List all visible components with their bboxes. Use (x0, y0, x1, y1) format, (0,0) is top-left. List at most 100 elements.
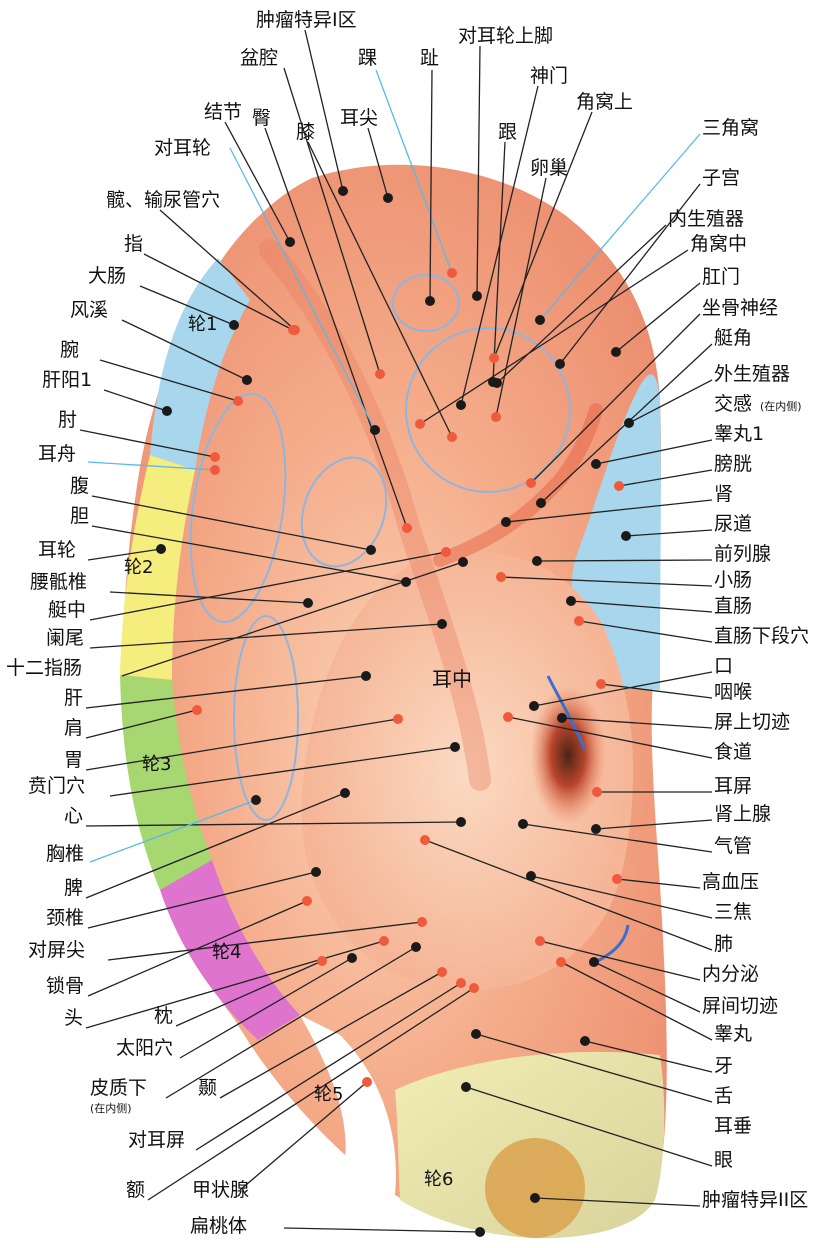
label-fu: 腹 (70, 475, 89, 497)
label-xiaochang: 小肠 (714, 569, 752, 591)
point-shidao (503, 712, 513, 722)
label-dan: 胆 (70, 505, 89, 527)
label-jiazhuangxian: 甲状腺 (192, 1179, 249, 1201)
label-zhi-toe: 趾 (420, 47, 439, 69)
label-qianliexian: 前列腺 (714, 543, 771, 565)
ear-canal (530, 685, 606, 825)
label-gan: 肝 (64, 687, 83, 709)
label-sanjiaowo: 三角窝 (702, 117, 759, 139)
point-biantaoti (475, 1227, 485, 1237)
zone-label-lun2: 轮2 (124, 557, 153, 578)
label-qiguan: 气管 (714, 835, 752, 857)
point-pingshang (557, 713, 567, 723)
point-zhi-finger (288, 325, 298, 335)
point-wei (393, 714, 403, 724)
label-erzhou: 耳舟 (38, 443, 76, 465)
point-zhi-toe (425, 296, 435, 306)
label-jian: 肩 (64, 717, 83, 739)
point-lanwei (437, 619, 447, 629)
point-jingzhui (311, 867, 321, 877)
leader-biantaoti (284, 1228, 480, 1232)
point-tou (379, 936, 389, 946)
point-zuogu (526, 478, 536, 488)
zone-label-lun4: 轮4 (212, 942, 241, 963)
label-wan: 腕 (60, 339, 79, 361)
zone-label-lun5: 轮5 (314, 1084, 343, 1105)
label-gaoxueya: 高血压 (702, 871, 759, 893)
point-niaodao (621, 531, 631, 541)
label-nie: 颞 (198, 1077, 217, 1099)
point-ganyang (162, 406, 172, 416)
point-zigong (555, 359, 565, 369)
point-gaoxueya (612, 874, 622, 884)
point-jiazhuangxian (362, 1077, 372, 1087)
label-jiejie: 结节 (204, 101, 242, 123)
point-kou (529, 701, 539, 711)
point-wan (233, 396, 243, 406)
label-kou: 口 (714, 655, 733, 677)
point-xin (456, 817, 466, 827)
point-dachang (229, 320, 239, 330)
point-shen (501, 517, 511, 527)
point-duipingjian (417, 917, 427, 927)
zone-label-lun1: 轮1 (188, 314, 217, 335)
label-pangguang: 膀胱 (714, 453, 752, 475)
point-sanjiaowo (535, 315, 545, 325)
label-xin: 心 (64, 805, 83, 827)
label-tingjiao: 艇角 (714, 327, 752, 349)
label-erping: 耳屏 (714, 775, 752, 797)
point-huai (447, 268, 457, 278)
point-duierping (456, 978, 466, 988)
label-jiaogan: 交感 (714, 393, 752, 415)
point-fei (420, 835, 430, 845)
label-gangmen: 肛门 (702, 266, 740, 288)
point-luanchao (491, 412, 501, 422)
label-pi: 脾 (64, 877, 83, 899)
point-ya (580, 1036, 590, 1046)
label-neifenmi: 内分泌 (702, 963, 759, 985)
label-dachang: 大肠 (88, 265, 126, 287)
point-xi (447, 432, 457, 442)
label-neishengzhiqi: 内生殖器 (668, 208, 744, 230)
point-xiaochang (496, 572, 506, 582)
label-niaodao: 尿道 (714, 513, 752, 535)
point-zhen (317, 956, 327, 966)
label-jiewo-shang: 角窝上 (576, 91, 633, 113)
label-zhen: 枕 (154, 1005, 173, 1027)
label-xiongzhui: 胸椎 (46, 843, 84, 865)
label-shierzhi: 十二指肠 (6, 657, 82, 679)
point-yaodizhui (303, 598, 313, 608)
point-nie (437, 967, 447, 977)
point-zhichang-xia (574, 616, 584, 626)
label-zainei-1: (在内侧) (760, 399, 802, 413)
label-pizhixia: 皮质下 (90, 1077, 147, 1099)
point-zhongliu1 (338, 186, 348, 196)
label-biantaoti: 扁桃体 (190, 1215, 247, 1237)
label-duierlun-shangjiao: 对耳轮上脚 (458, 25, 553, 47)
label-zhi-finger: 指 (124, 233, 143, 255)
label-tou: 头 (64, 1007, 83, 1029)
label-pingjian: 屏间切迹 (702, 995, 778, 1017)
point-zhichang (566, 596, 576, 606)
label-ganyang: 肝阳1 (42, 369, 92, 391)
point-erzhou (210, 465, 220, 475)
point-dan (401, 577, 411, 587)
label-pingshang: 屏上切迹 (714, 711, 790, 733)
point-jiewo-zhong (415, 419, 425, 429)
point-waishengzhiqi (624, 418, 634, 428)
point-suogu (302, 896, 312, 906)
zone-label-lun6: 轮6 (424, 1169, 453, 1190)
label-sanjiao: 三焦 (714, 901, 752, 923)
point-pingjian (589, 957, 599, 967)
label-taiyang: 太阳穴 (116, 1037, 173, 1059)
label-shen: 肾 (714, 483, 733, 505)
label-zainei-2: (在内侧) (90, 1101, 132, 1115)
label-shenmen: 神门 (530, 65, 568, 87)
point-qiguan (518, 819, 528, 829)
label-kuan: 髋、输尿管穴 (106, 189, 220, 211)
point-gan (361, 671, 371, 681)
point-gaowan (556, 957, 566, 967)
point-she (471, 1029, 481, 1039)
label-yaodizhui: 腰骶椎 (30, 571, 87, 593)
label-shenshangxian: 肾上腺 (714, 803, 771, 825)
